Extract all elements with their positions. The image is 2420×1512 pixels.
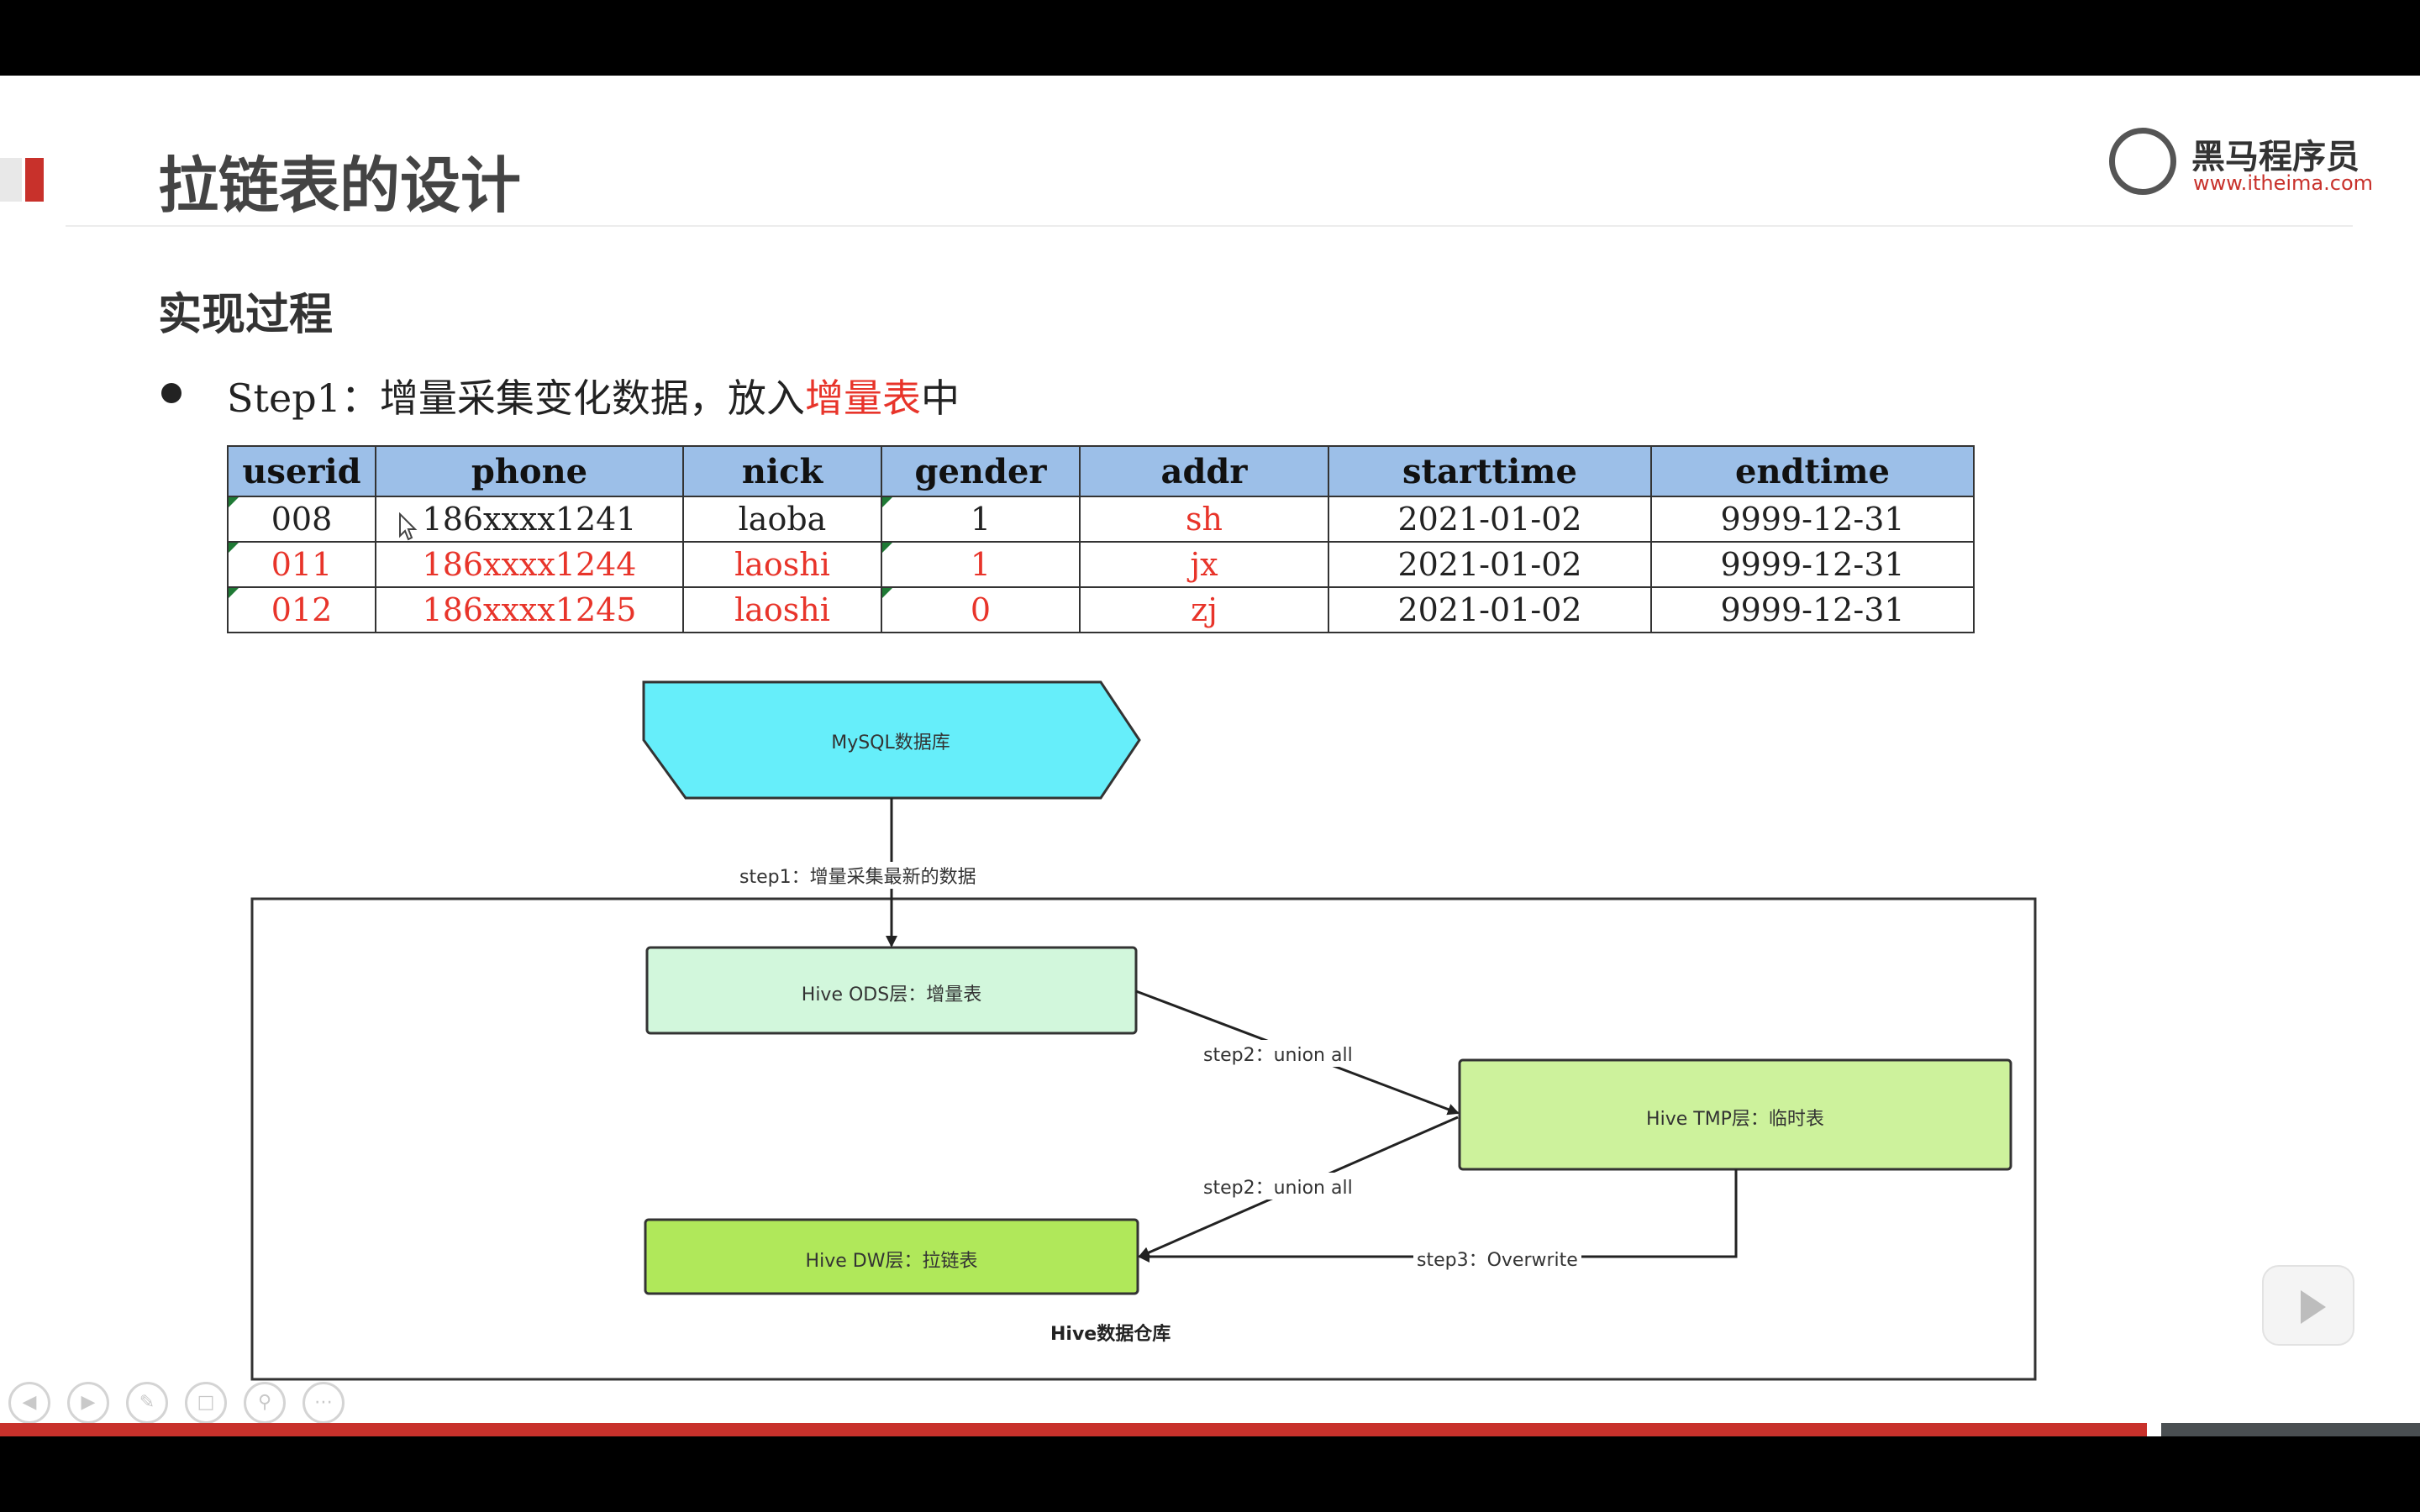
table-cell: 9999-12-31 [1650, 496, 1975, 543]
step-highlight: 增量表 [804, 375, 921, 421]
slides-icon[interactable]: □ [185, 1382, 227, 1424]
column-header: phone [375, 445, 684, 497]
table-cell: 1 [881, 541, 1081, 588]
ods-node [645, 946, 1138, 1035]
brand-logo: 黑马程序员 www.itheima.com [2109, 126, 2373, 210]
pen-icon[interactable]: ✎ [126, 1382, 168, 1424]
slide: 拉链表的设计 黑马程序员 www.itheima.com 实现过程 Step1：… [0, 76, 2420, 1436]
logo-horse-icon [2109, 128, 2176, 195]
table-cell: sh [1079, 496, 1329, 543]
step-prefix: Step1：增量采集变化数据，放入 [227, 375, 805, 421]
table-cell: zj [1079, 586, 1329, 633]
dw-label: Hive DW层：拉链表 [805, 1251, 978, 1272]
mysql-node [642, 680, 1141, 800]
logo-url: www.itheima.com [2193, 171, 2374, 195]
progress-bar-remaining [2161, 1423, 2420, 1436]
table-cell: laoshi [682, 541, 882, 588]
warehouse-label: Hive数据仓库 [1050, 1324, 1171, 1345]
table-cell: 9999-12-31 [1650, 541, 1975, 588]
table-cell: 008 [227, 496, 376, 543]
column-header: addr [1079, 445, 1329, 497]
title-accent [25, 158, 44, 202]
column-header: endtime [1650, 445, 1975, 497]
edge-step3-label: step3：Overwrite [1413, 1245, 1581, 1272]
more-icon[interactable]: ⋯ [302, 1382, 345, 1424]
step-description: Step1：增量采集变化数据，放入增量表中 [227, 368, 960, 423]
slide-title: 拉链表的设计 [158, 150, 522, 221]
edge-step2-ods-label: step2：union all [1200, 1040, 1356, 1067]
table-cell: 012 [227, 586, 376, 633]
column-header: starttime [1328, 445, 1652, 497]
title-divider [66, 225, 2353, 227]
table-cell: 186xxxx1241 [375, 496, 684, 543]
zoom-icon[interactable]: ⚲ [244, 1382, 286, 1424]
table-cell: 1 [881, 496, 1081, 543]
column-header: nick [682, 445, 882, 497]
table-cell: laoshi [682, 586, 882, 633]
column-header: gender [881, 445, 1081, 497]
table-cell: 0 [881, 586, 1081, 633]
column-header: userid [227, 445, 376, 497]
table-cell: 011 [227, 541, 376, 588]
logo-text: 黑马程序员 [2191, 138, 2360, 176]
section-heading: 实现过程 [158, 290, 334, 340]
play-button[interactable] [2262, 1265, 2354, 1346]
table-cell: 2021-01-02 [1328, 496, 1652, 543]
mouse-pointer-icon [399, 512, 418, 541]
table-cell: laoba [682, 496, 882, 543]
etl-flow-diagram [250, 680, 2037, 1381]
step-suffix: 中 [920, 375, 960, 421]
warehouse-container [250, 897, 2037, 1381]
edge-step1-label: step1：增量采集最新的数据 [736, 862, 980, 889]
previous-icon[interactable]: ◀ [8, 1382, 50, 1424]
edge-step3 [1138, 1169, 1738, 1263]
next-icon[interactable]: ▶ [67, 1382, 109, 1424]
table-cell: 186xxxx1245 [375, 586, 684, 633]
title-accent-light [0, 158, 22, 202]
table-cell: 186xxxx1244 [375, 541, 684, 588]
edge-step2-dw-label: step2：union all [1200, 1173, 1356, 1200]
bullet-icon [161, 383, 182, 403]
table-cell: 2021-01-02 [1328, 586, 1652, 633]
mysql-label: MySQL数据库 [831, 732, 950, 753]
table-cell: 2021-01-02 [1328, 541, 1652, 588]
table-cell: jx [1079, 541, 1329, 588]
progress-bar [0, 1423, 2147, 1436]
ods-label: Hive ODS层：增量表 [801, 984, 982, 1005]
table-cell: 9999-12-31 [1650, 586, 1975, 633]
tmp-label: Hive TMP层：临时表 [1646, 1109, 1824, 1130]
